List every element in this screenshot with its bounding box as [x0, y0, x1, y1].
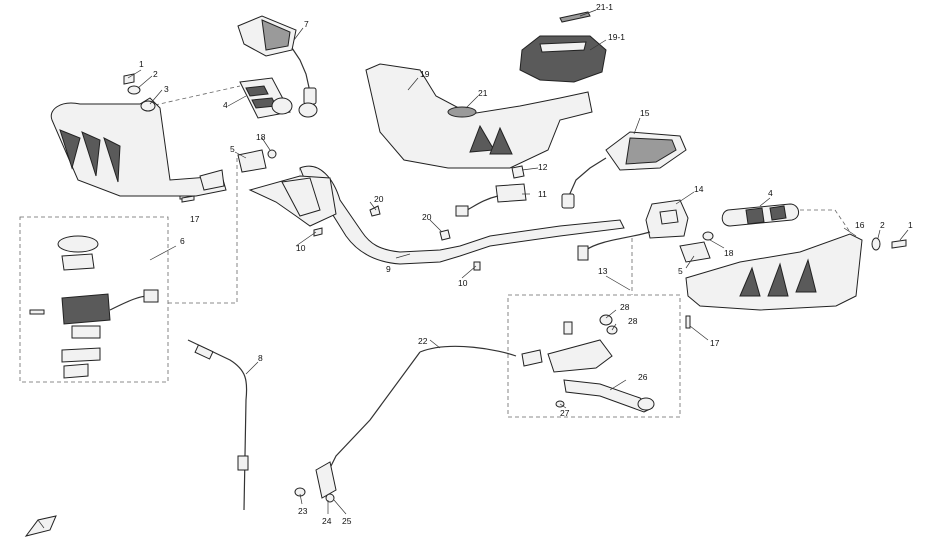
- throttle-cable: [187, 339, 249, 511]
- direction-arrow-icon: [24, 515, 57, 537]
- callout-23: 23: [298, 506, 308, 516]
- right-switch-housing: [577, 199, 689, 261]
- callout-1: 1: [908, 220, 913, 230]
- callout-6: 6: [180, 236, 185, 246]
- callout-27: 27: [560, 408, 570, 418]
- clamp-right: [679, 231, 714, 263]
- callout-2: 2: [153, 69, 158, 79]
- callout-13: 13: [598, 266, 608, 276]
- callout-12: 12: [538, 162, 548, 172]
- callout-20: 20: [374, 194, 384, 204]
- dashed-link-left: [168, 155, 238, 304]
- callout-5: 5: [678, 266, 683, 276]
- callout-labels: 1 2 3 4 5 18 6 7 8 9 10 10 11 12 13 14 1…: [139, 2, 913, 526]
- callout-7: 7: [304, 19, 309, 29]
- dashed-link-top: [154, 85, 241, 106]
- callout-1: 1: [139, 59, 144, 69]
- switch-11: [455, 165, 527, 217]
- bolts-misc: [181, 195, 691, 503]
- left-grip: [239, 77, 318, 119]
- callout-16: 16: [855, 220, 865, 230]
- callout-17: 17: [190, 214, 200, 224]
- callout-17: 17: [710, 338, 720, 348]
- switch-assembly-detail: [29, 235, 159, 379]
- right-grip: [721, 203, 799, 227]
- left-mirror: [237, 15, 317, 105]
- callout-4: 4: [223, 100, 228, 110]
- callout-21: 21: [478, 88, 488, 98]
- callout-18: 18: [256, 132, 266, 142]
- callout-11: 11: [538, 189, 547, 199]
- dashed-link-right: [800, 209, 851, 233]
- callout-20: 20: [422, 212, 432, 222]
- detail-box-lever: [507, 294, 681, 418]
- callout-19-1: 19-1: [608, 32, 625, 42]
- callout-8: 8: [258, 353, 263, 363]
- callout-18: 18: [724, 248, 734, 258]
- callout-28: 28: [628, 316, 638, 326]
- callout-24: 24: [322, 516, 332, 526]
- callout-21-1: 21-1: [596, 2, 613, 12]
- right-hand-guard: [685, 233, 907, 311]
- bolt-1-left: [123, 73, 156, 112]
- callout-22: 22: [418, 336, 428, 346]
- detail-box-switch: [19, 216, 169, 383]
- callout-3: 3: [164, 84, 169, 94]
- clutch-cable: [315, 345, 517, 499]
- cover-19: [365, 63, 593, 169]
- callout-26: 26: [638, 372, 648, 382]
- right-mirror: [561, 131, 687, 209]
- callout-4: 4: [768, 188, 773, 198]
- left-switch-housing: [248, 175, 337, 227]
- lever-assembly: [521, 314, 655, 413]
- callout-14: 14: [694, 184, 704, 194]
- callout-19: 19: [420, 69, 430, 79]
- leader-lines: [127, 9, 909, 515]
- callout-2: 2: [880, 220, 885, 230]
- callout-10: 10: [458, 278, 468, 288]
- callout-9: 9: [386, 264, 391, 274]
- left-hand-guard: [50, 97, 227, 197]
- cover-19-1: [519, 11, 607, 83]
- callout-25: 25: [342, 516, 352, 526]
- callout-5: 5: [230, 144, 235, 154]
- callout-10: 10: [296, 243, 306, 253]
- callout-15: 15: [640, 108, 650, 118]
- callout-28: 28: [620, 302, 630, 312]
